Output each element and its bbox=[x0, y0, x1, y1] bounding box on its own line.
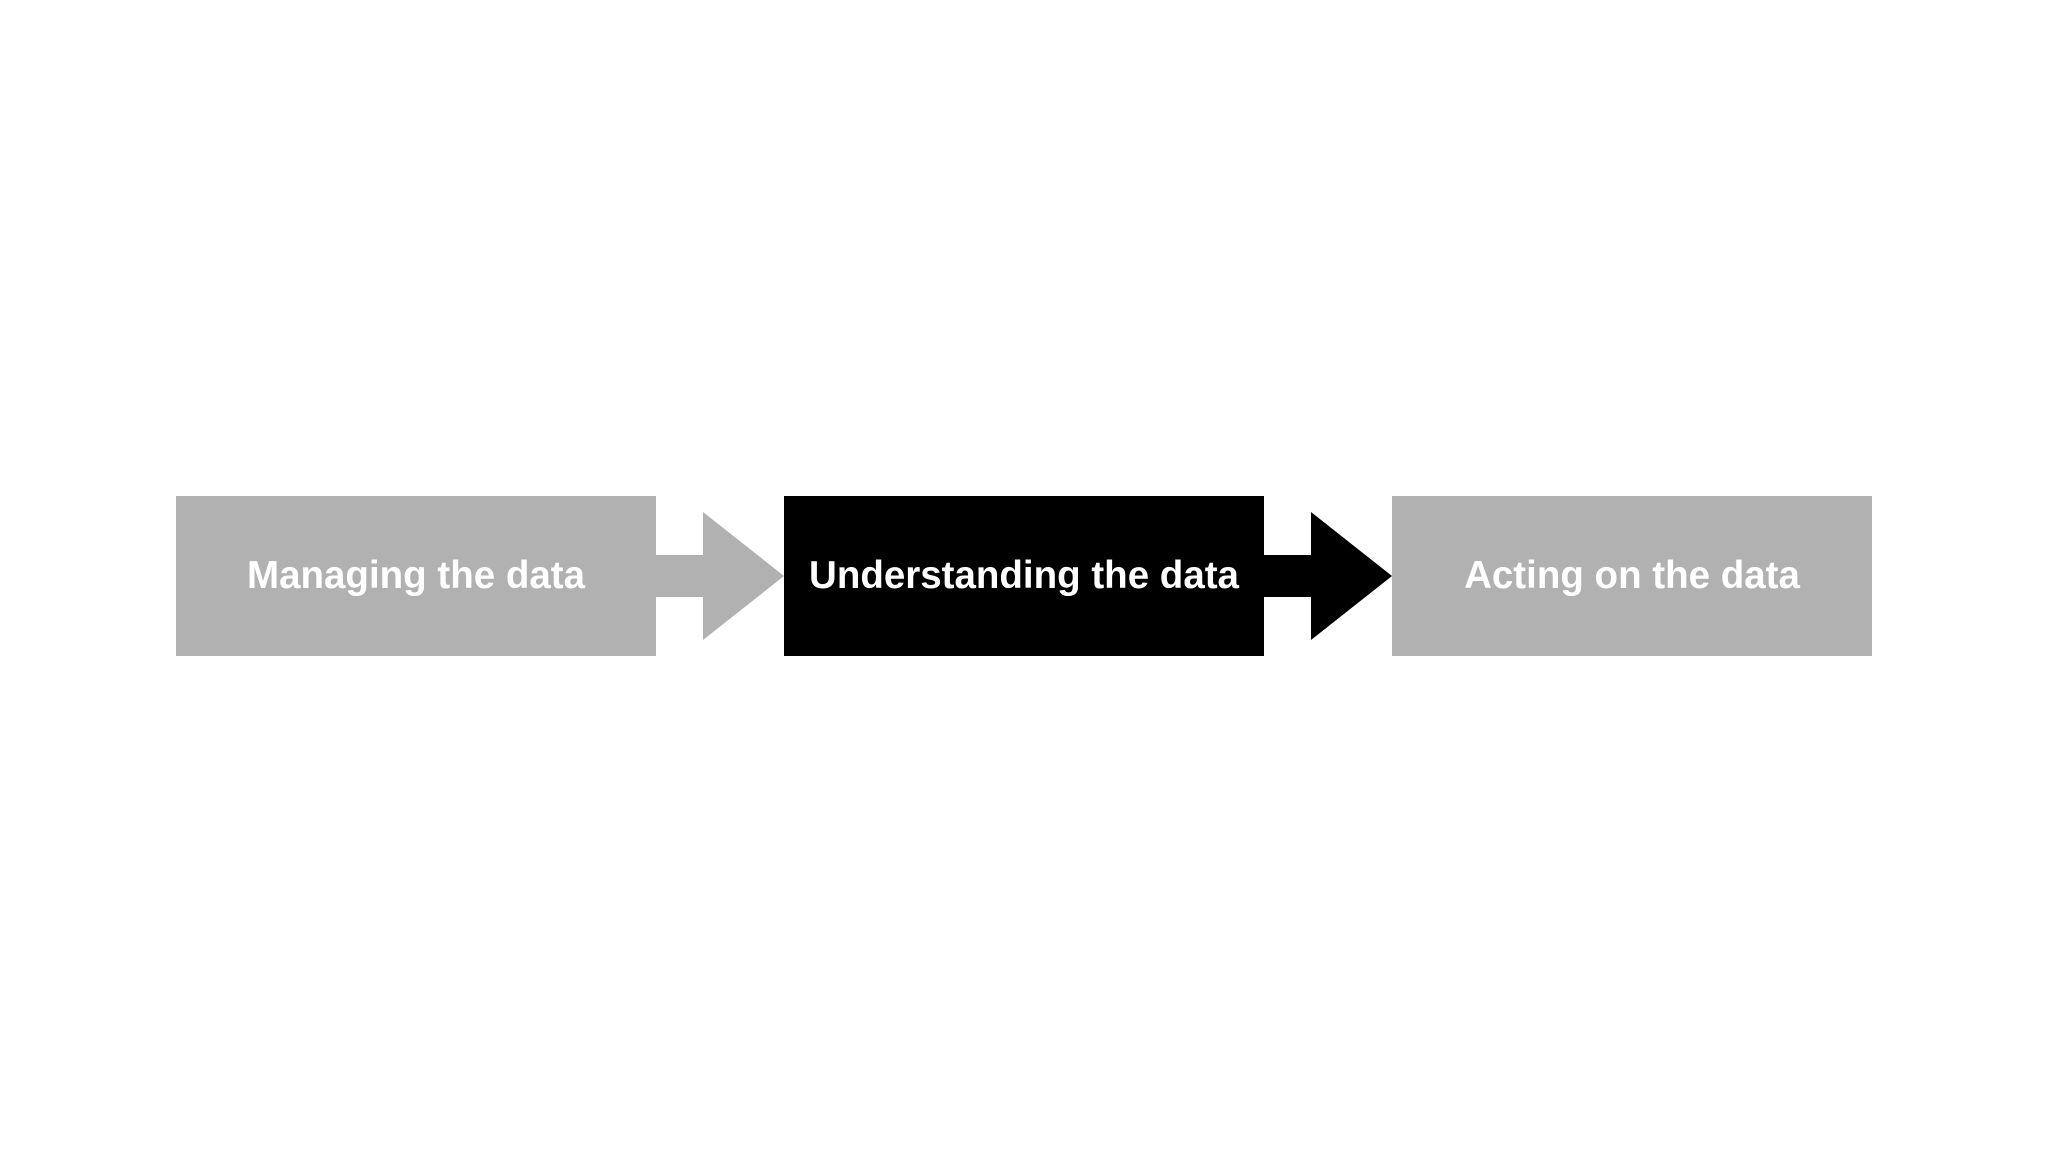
arrow-right-shape bbox=[656, 512, 784, 640]
step-label: Managing the data bbox=[247, 554, 585, 597]
step-understanding-the-data: Understanding the data bbox=[784, 496, 1264, 656]
arrow-right-icon bbox=[1264, 512, 1392, 640]
step-label: Acting on the data bbox=[1464, 554, 1800, 597]
arrow-right-icon bbox=[656, 512, 784, 640]
step-acting-on-the-data: Acting on the data bbox=[1392, 496, 1872, 656]
step-label: Understanding the data bbox=[809, 554, 1239, 597]
process-flow-diagram: Managing the data Understanding the data… bbox=[176, 496, 1872, 656]
arrow-right-shape bbox=[1264, 512, 1392, 640]
step-managing-the-data: Managing the data bbox=[176, 496, 656, 656]
